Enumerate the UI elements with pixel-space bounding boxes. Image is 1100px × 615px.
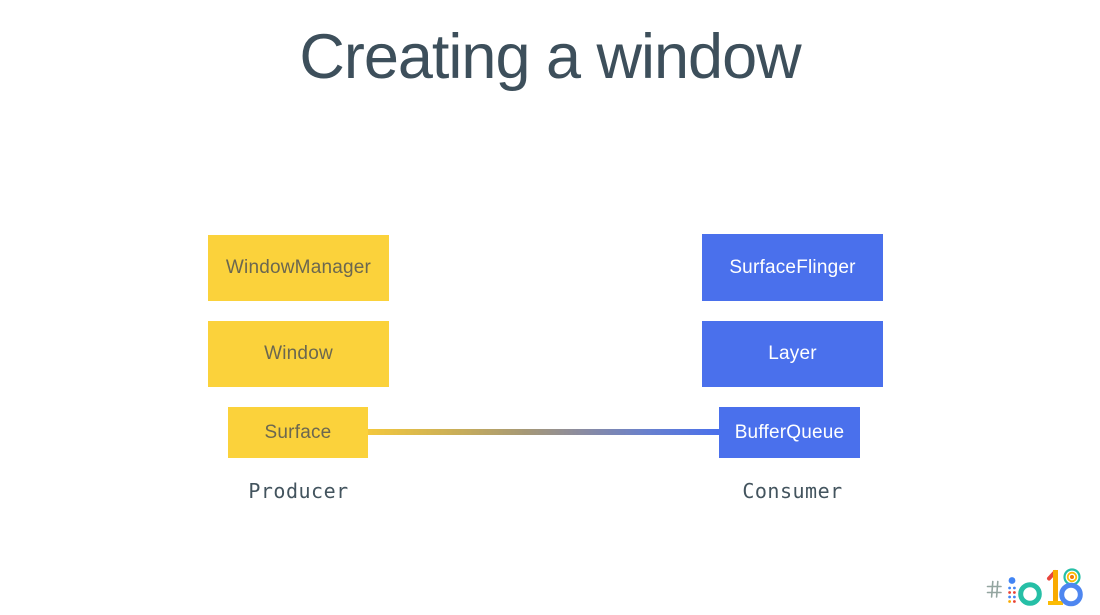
box-windowmanager-label: WindowManager (225, 257, 372, 278)
box-surfaceflinger: SurfaceFlinger (702, 234, 883, 301)
box-layer-label: Layer (768, 343, 817, 364)
producer-label: Producer (248, 479, 349, 503)
box-surface-label: Surface (264, 421, 332, 443)
io-eight-icon (1059, 568, 1083, 607)
box-bufferqueue: BufferQueue (719, 407, 860, 458)
box-surface: Surface (228, 407, 368, 458)
io-one-icon (1047, 570, 1063, 605)
surface-bufferqueue-connector-line (368, 429, 719, 435)
box-layer: Layer (702, 321, 883, 387)
box-window: Window (208, 321, 389, 387)
box-window-label: Window (264, 343, 333, 364)
box-windowmanager: WindowManager (208, 235, 389, 301)
box-bufferqueue-label: BufferQueue (734, 421, 845, 443)
box-surfaceflinger-label: SurfaceFlinger (729, 256, 856, 278)
io-o-ring-icon (1018, 582, 1042, 606)
io18-logo-icon (986, 568, 1083, 607)
consumer-label: Consumer (742, 479, 843, 503)
io-i-dots-icon (1008, 577, 1016, 603)
page-title: Creating a window (299, 22, 801, 92)
hash-icon (986, 580, 1002, 598)
